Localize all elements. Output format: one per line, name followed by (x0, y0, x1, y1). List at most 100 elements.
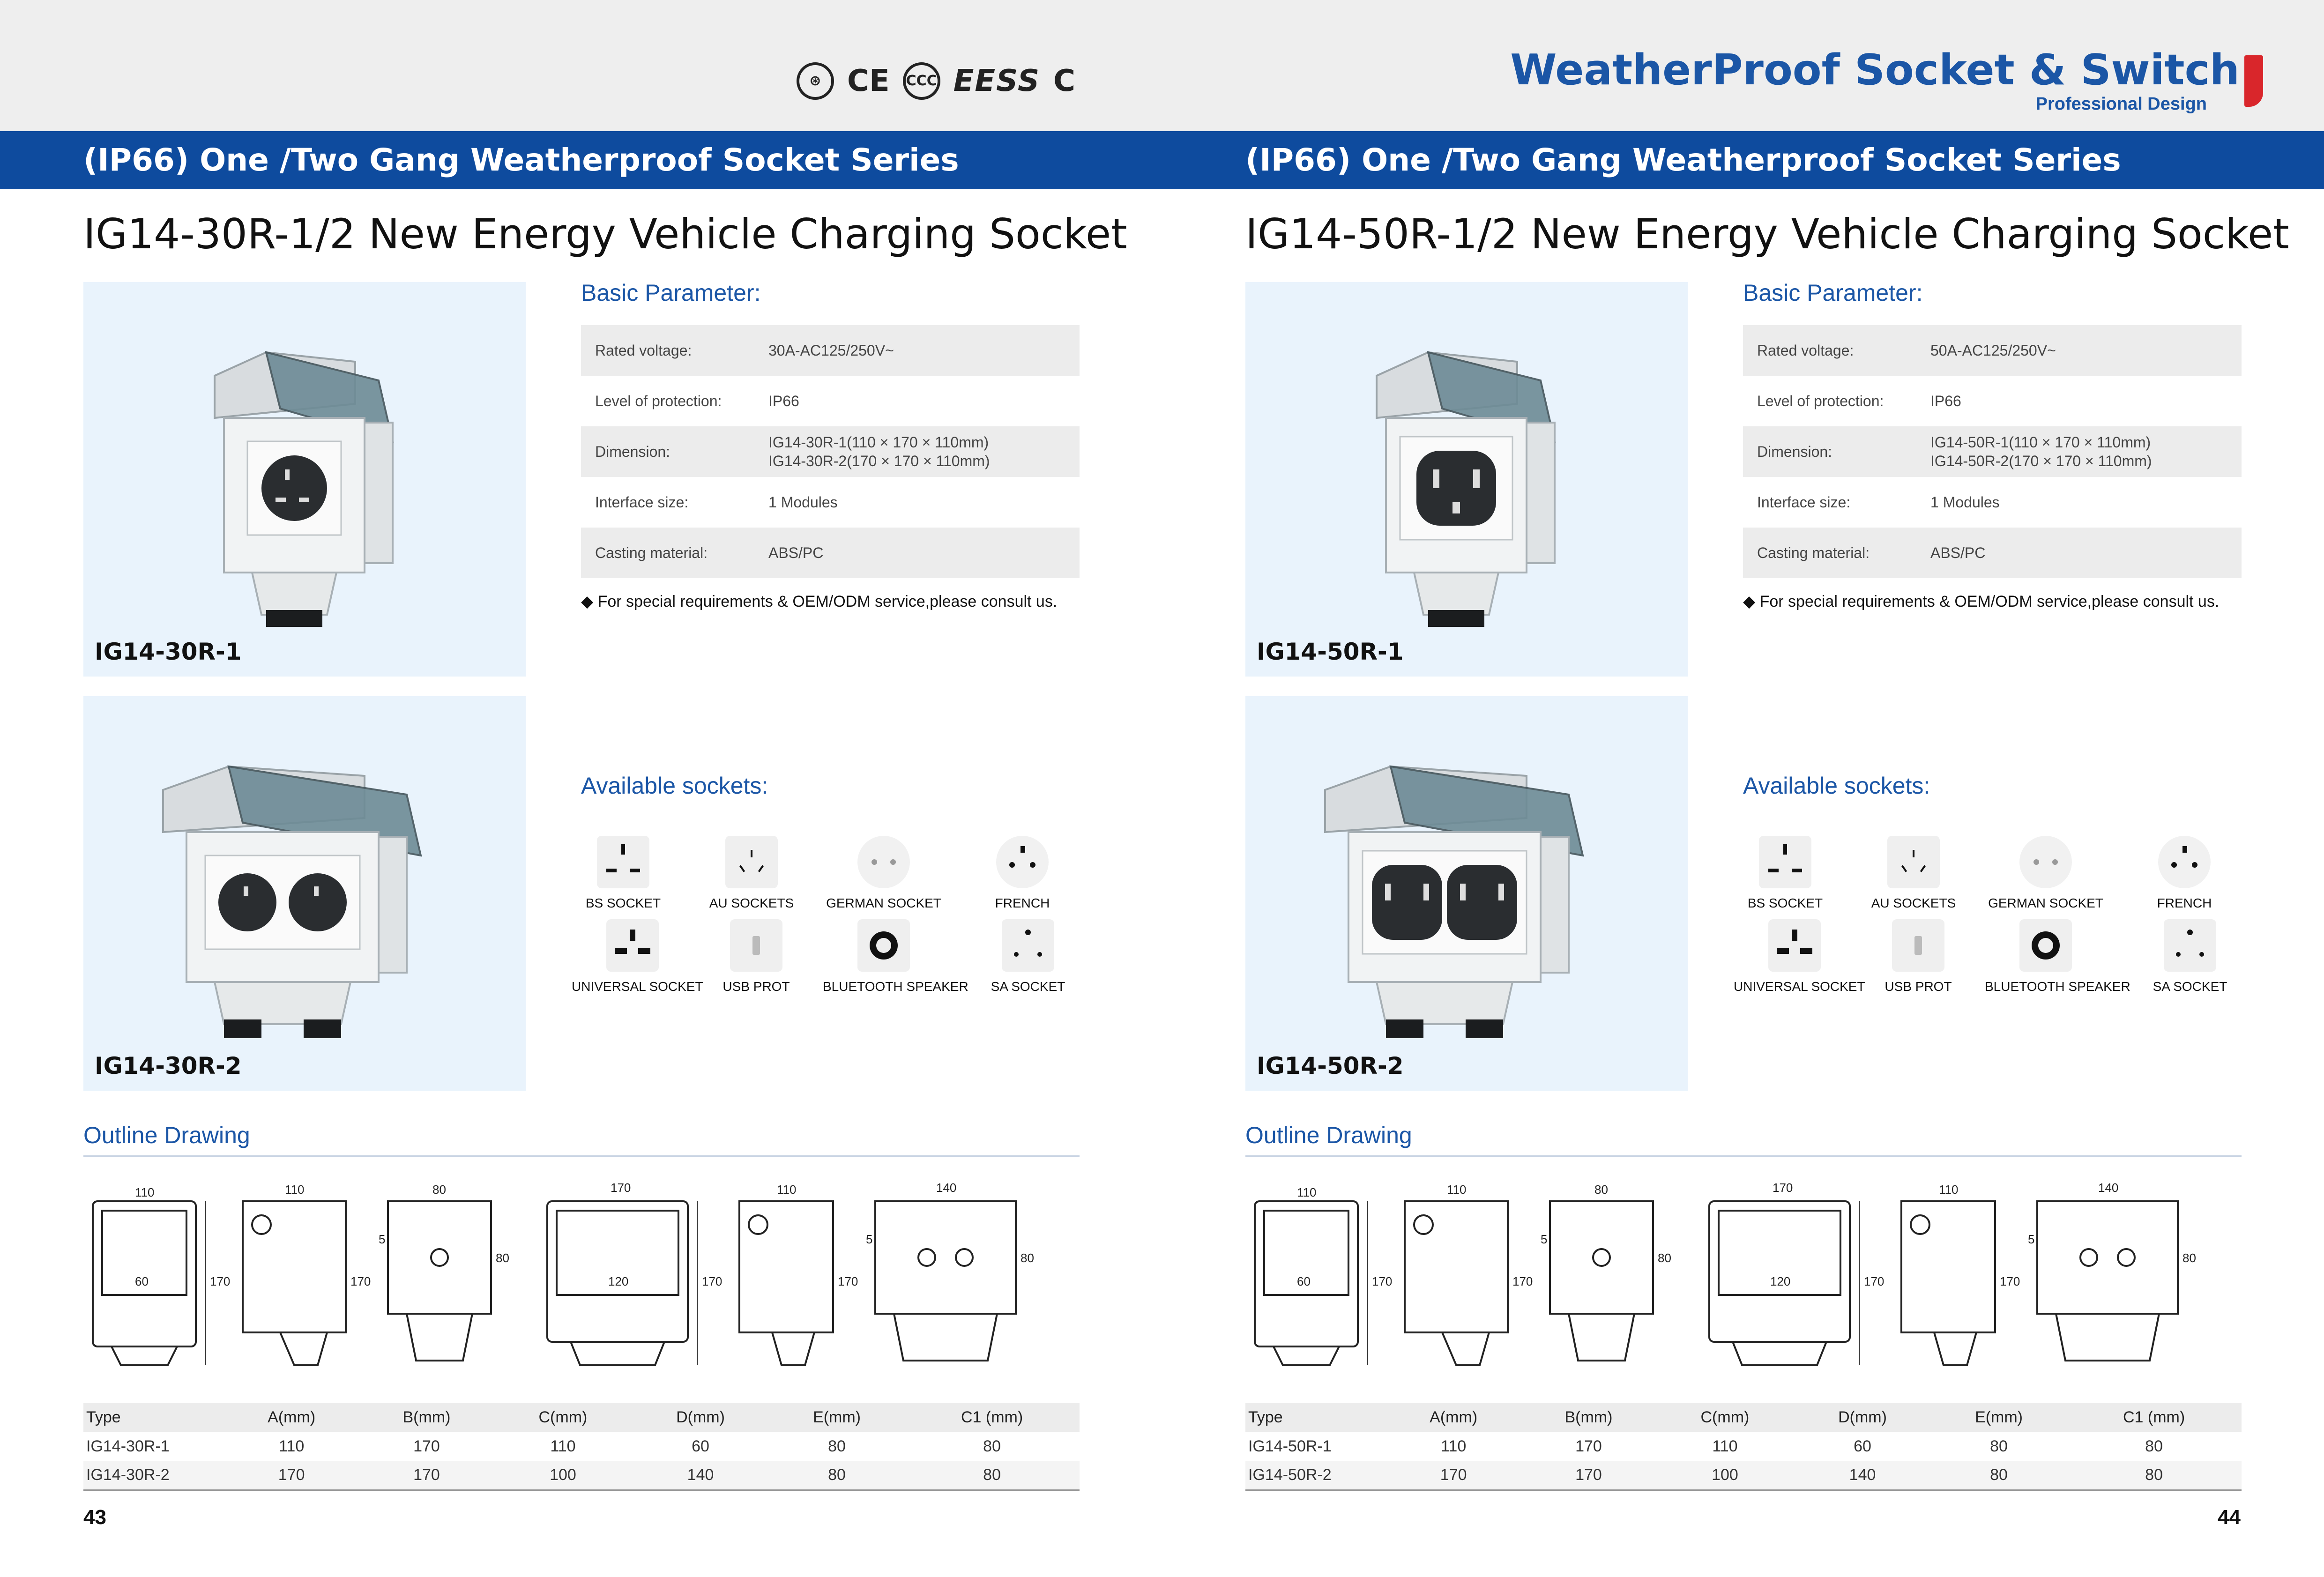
product-label-1: IG14-50R-1 (1257, 638, 1404, 665)
param-value-line: IG14-30R-2(170 × 170 × 110mm) (768, 453, 990, 469)
ccc-mark-icon: CCC (902, 62, 940, 100)
usb-port-icon (1892, 919, 1944, 972)
french-socket-icon (2158, 836, 2211, 888)
socket-item: SA SOCKET (2129, 919, 2251, 994)
parameter-table: Rated voltage: 30A-AC125/250V~ Level of … (581, 325, 1080, 578)
socket-item: USB PROT (1857, 919, 1979, 994)
table-cell: 170 (359, 1461, 494, 1491)
param-row: Interface size: 1 Modules (581, 477, 1080, 528)
table-row: IG14-30R-2 170 170 100 140 80 80 (83, 1461, 1080, 1491)
param-row: Rated voltage: 50A-AC125/250V~ (1743, 325, 2242, 376)
param-key: Level of protection: (595, 392, 722, 409)
table-cell: 170 (1575, 1437, 1602, 1455)
socket-label: UNIVERSAL SOCKET (1734, 979, 1865, 994)
table-cell: 80 (1990, 1437, 2008, 1455)
param-value: ABS/PC (1930, 544, 1986, 561)
table-cell: 80 (904, 1461, 1080, 1491)
french-socket-icon (996, 836, 1049, 888)
table-header-cell: C1 (mm) (904, 1403, 1080, 1432)
table-row: IG14-30R-1 110 170 110 60 80 80 (83, 1432, 1080, 1461)
bs-socket-icon (597, 836, 649, 888)
socket-label: AU SOCKETS (1871, 896, 1956, 910)
outline-drawings: 110 60 170 110 170 80 80 5 170 120 170 1… (92, 1181, 1034, 1366)
page-number: 43 (83, 1506, 106, 1529)
dim-label: 5 (1541, 1232, 1547, 1246)
table-cell: 140 (1794, 1461, 1931, 1491)
param-key: Interface size: (595, 493, 689, 511)
dim-label: 80 (432, 1183, 446, 1197)
dimension-table: Type A(mm) B(mm) C(mm) D(mm) E(mm) C1 (m… (83, 1403, 1080, 1491)
c-tick-mark-icon: C (1053, 64, 1075, 98)
param-row: Casting material: ABS/PC (1743, 528, 2242, 578)
socket-item: FRENCH (961, 836, 1083, 911)
param-value: IP66 (1930, 393, 1961, 409)
dim-label: 170 (838, 1274, 858, 1288)
socket-item: AU SOCKETS (1853, 836, 1974, 911)
divider (1245, 1155, 2242, 1157)
param-value: 30A-AC125/250V~ (768, 342, 894, 359)
outline-drawing-heading: Outline Drawing (83, 1122, 250, 1148)
dim-label: 60 (1297, 1274, 1311, 1288)
dim-label: 120 (608, 1274, 628, 1288)
page-title: IG14-30R-1/2 New Energy Vehicle Charging… (83, 210, 1127, 258)
param-key: Casting material: (595, 544, 708, 561)
socket-item: BS SOCKET (1724, 836, 1846, 911)
universal-socket-icon (1768, 919, 1821, 972)
product-card-2: IG14-50R-2 (1245, 696, 1688, 1091)
oem-note: ◆ For special requirements & OEM/ODM ser… (1743, 593, 2220, 610)
table-cell: IG14-30R-1 (86, 1437, 170, 1455)
socket-label: USB PROT (1885, 979, 1952, 994)
table-cell: IG14-30R-2 (83, 1461, 224, 1491)
socket-label: FRENCH (995, 896, 1050, 910)
param-key: Interface size: (1757, 493, 1851, 511)
dim-label: 80 (1020, 1251, 1034, 1265)
dim-label: 60 (135, 1274, 149, 1288)
table-cell: IG14-50R-2 (1245, 1461, 1386, 1491)
socket-label: USB PROT (723, 979, 790, 994)
param-key: Rated voltage: (595, 342, 692, 359)
param-value: IG14-30R-1(110 × 170 × 110mm) IG14-30R-2… (768, 433, 1080, 470)
socket-label: BLUETOOTH SPEAKER (823, 979, 968, 994)
dim-label: 110 (135, 1185, 154, 1199)
page-left: IG14-30R-1/2 New Energy Vehicle Charging… (0, 189, 1162, 1577)
dimension-table: Type A(mm) B(mm) C(mm) D(mm) E(mm) C1 (m… (1245, 1403, 2242, 1491)
outline-drawing-heading: Outline Drawing (1245, 1122, 1412, 1148)
table-cell: 170 (1521, 1461, 1656, 1491)
param-key: Dimension: (1757, 443, 1832, 460)
socket-label: BS SOCKET (1747, 896, 1823, 910)
param-value: IP66 (768, 393, 799, 409)
table-header-cell: D(mm) (632, 1403, 769, 1432)
product-label-1: IG14-30R-1 (95, 638, 242, 665)
dim-label: 170 (1512, 1274, 1533, 1288)
socket-item: UNIVERSAL SOCKET (1734, 919, 1865, 994)
table-header-row: Type A(mm) B(mm) C(mm) D(mm) E(mm) C1 (m… (83, 1403, 1080, 1432)
dim-label: 110 (777, 1183, 796, 1197)
socket-item: UNIVERSAL SOCKET (572, 919, 703, 994)
table-header-cell: C(mm) (1656, 1403, 1794, 1432)
german-socket-icon (2019, 836, 2072, 888)
table-header-cell: E(mm) (1931, 1403, 2067, 1432)
table-cell: 100 (1656, 1461, 1794, 1491)
param-value: 50A-AC125/250V~ (1930, 342, 2056, 359)
table-row: IG14-50R-1 110 170 110 60 80 80 (1245, 1432, 2242, 1461)
bluetooth-speaker-icon (857, 919, 910, 972)
table-cell: 80 (2145, 1437, 2163, 1455)
series-banner-left: (IP66) One /Two Gang Weatherproof Socket… (83, 142, 959, 178)
brand-logo: WeatherProof Socket & Switch Professiona… (1510, 47, 2263, 114)
socket-label: FRENCH (2157, 896, 2212, 910)
product-card-2: IG14-30R-2 (83, 696, 526, 1091)
divider (83, 1155, 1080, 1157)
dim-label: 140 (2098, 1181, 2118, 1195)
dim-label: 170 (702, 1274, 722, 1288)
product-card-1: IG14-50R-1 (1245, 282, 1688, 677)
socket-label: GERMAN SOCKET (1988, 896, 2103, 910)
socket-label: SA SOCKET (991, 979, 1065, 994)
dim-label: 110 (285, 1183, 304, 1197)
product-image-single (214, 351, 394, 627)
param-key: Casting material: (1757, 544, 1870, 561)
socket-label: BS SOCKET (585, 896, 661, 910)
dim-label: 80 (1658, 1251, 1671, 1265)
product-label-2: IG14-30R-2 (95, 1052, 242, 1079)
dim-label: 110 (1297, 1185, 1316, 1199)
oem-note: ◆ For special requirements & OEM/ODM ser… (581, 593, 1058, 610)
